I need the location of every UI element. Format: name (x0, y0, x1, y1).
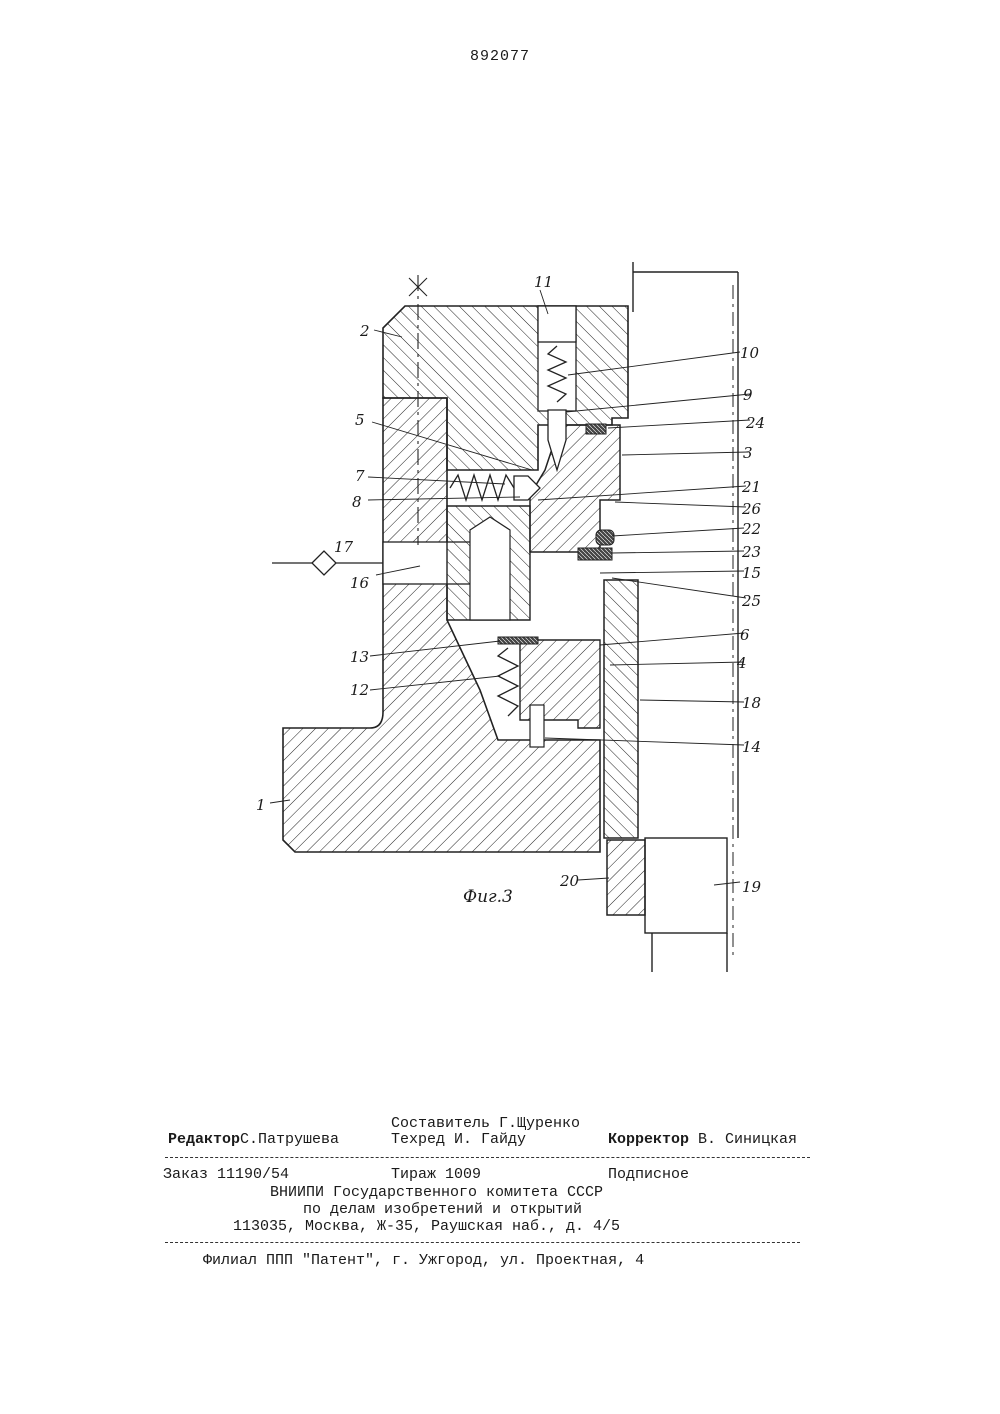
part-label-20: 20 (559, 872, 580, 890)
part-label-18: 18 (742, 694, 761, 712)
corrector-label: Корректор (608, 1131, 689, 1148)
spring-7 (450, 475, 514, 500)
order-line: Заказ 11190/54 (163, 1166, 289, 1183)
part-label-19: 19 (742, 878, 762, 896)
part-label-16: 16 (350, 574, 370, 592)
part-label-13: 13 (350, 648, 369, 666)
part-label-3: 3 (743, 444, 753, 462)
part-label-7: 7 (355, 467, 365, 485)
cavity-8 (470, 517, 510, 620)
part-label-5: 5 (355, 411, 365, 429)
cap-11 (538, 306, 576, 342)
seal-22 (596, 530, 614, 545)
spring-12 (498, 648, 518, 716)
part-label-6: 6 (740, 626, 750, 644)
part-label-25: 25 (741, 592, 761, 610)
washer-13 (498, 637, 538, 644)
branch-line: Филиал ППП "Патент", г. Ужгород, ул. Про… (203, 1252, 644, 1269)
compiler-line: Составитель Г.Щуренко (391, 1115, 580, 1132)
part-label-21: 21 (741, 478, 761, 496)
seal-23 (578, 548, 612, 560)
part-label-10: 10 (740, 344, 760, 362)
corrector-name: В. Синицкая (698, 1131, 797, 1148)
techred-line: Техред И. Гайду (391, 1131, 526, 1148)
circulation-line: Тираж 1009 (391, 1166, 481, 1183)
symbol-17 (272, 551, 383, 575)
org-line-2: по делам изобретений и открытий (303, 1201, 582, 1218)
org-line-1: ВНИИПИ Государственного комитета СССР (270, 1184, 603, 1201)
figure-caption: Фиг.3 (463, 887, 513, 907)
part-label-11: 11 (534, 273, 553, 291)
part-label-26: 26 (741, 500, 762, 518)
corrector-line: Корректор В. Синицкая (608, 1131, 797, 1148)
address-line: 113035, Москва, Ж-35, Раушская наб., д. … (233, 1218, 620, 1235)
editor-name: С.Патрушева (240, 1131, 339, 1148)
part-label-23: 23 (741, 543, 761, 561)
part-label-4: 4 (736, 654, 747, 672)
part-label-24: 24 (745, 414, 765, 432)
part-label-1: 1 (256, 796, 266, 814)
subscription-line: Подписное (608, 1166, 689, 1183)
part-18-bar (604, 580, 638, 838)
part-label-14: 14 (742, 738, 761, 756)
part-label-8: 8 (352, 493, 362, 511)
technical-drawing: 1234567891011121314151617181920212223242… (0, 0, 1000, 1000)
editor-line: РедакторС.Патрушева (168, 1131, 339, 1148)
shaft (633, 262, 738, 972)
divider-1 (165, 1157, 810, 1158)
pin-14 (530, 705, 544, 747)
part-label-22: 22 (741, 520, 761, 538)
part-label-9: 9 (743, 386, 753, 404)
divider-2 (165, 1242, 800, 1243)
editor-label: Редактор (168, 1131, 240, 1148)
part-label-17: 17 (334, 538, 354, 556)
part-20 (607, 840, 645, 915)
seal-24 (586, 424, 606, 434)
part-label-2: 2 (359, 322, 370, 340)
part-label-12: 12 (350, 681, 369, 699)
part-label-15: 15 (742, 564, 761, 582)
